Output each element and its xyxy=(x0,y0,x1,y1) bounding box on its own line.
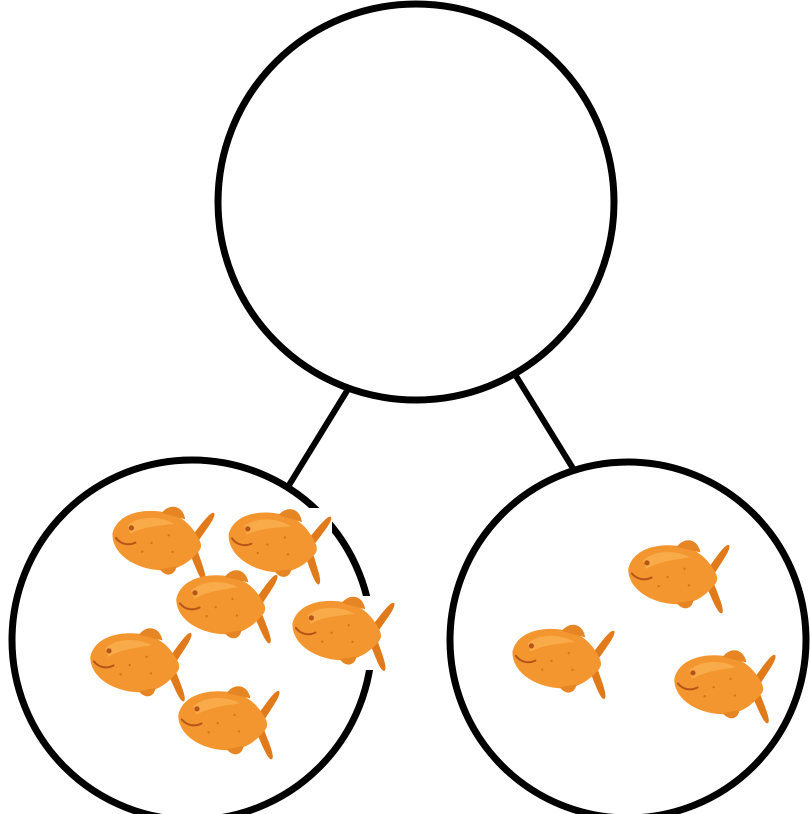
connector-line-left xyxy=(283,383,353,493)
goldfish-cracker-icon xyxy=(104,497,216,583)
connector-line-right xyxy=(513,373,577,473)
goldfish-cracker-icon xyxy=(284,587,396,673)
whole-circle xyxy=(214,0,618,404)
left-part-crackers xyxy=(85,497,396,761)
goldfish-cracker-icon xyxy=(221,498,333,586)
right-part-circle xyxy=(446,458,810,814)
